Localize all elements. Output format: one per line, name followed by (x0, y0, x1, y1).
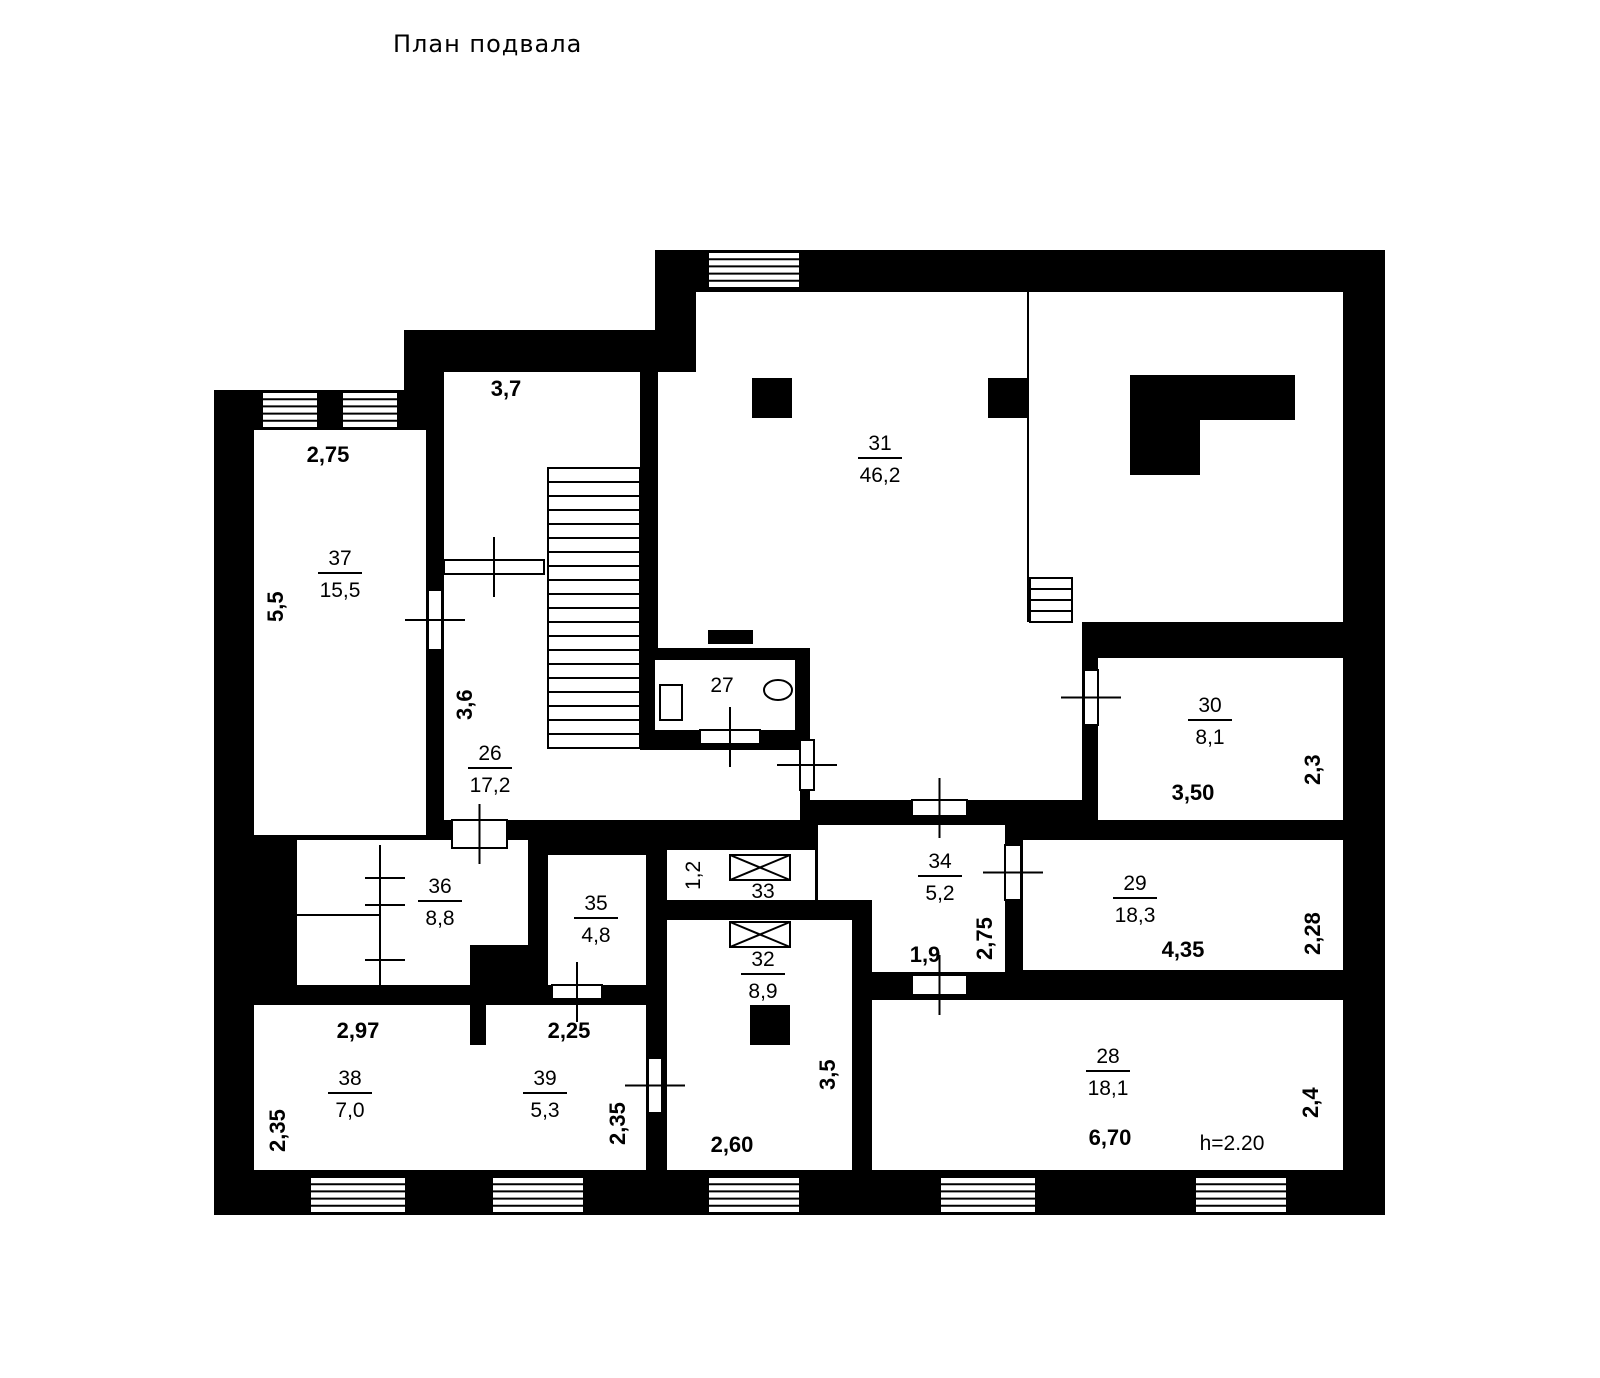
window (491, 1176, 585, 1214)
dimension-label: 2,25 (548, 1018, 591, 1043)
svg-text:5,2: 5,2 (925, 882, 954, 905)
room-29-label: 29 18,3 (1113, 872, 1157, 927)
svg-text:5,3: 5,3 (530, 1099, 559, 1122)
svg-text:26: 26 (478, 742, 501, 765)
room-26-label: 26 17,2 (468, 742, 512, 797)
dimension-label: 2,35 (265, 1109, 290, 1152)
svg-text:1,2: 1,2 (682, 861, 705, 890)
dimension-label: 2,60 (711, 1132, 754, 1157)
window (707, 1176, 801, 1214)
svg-text:46,2: 46,2 (860, 464, 901, 487)
svg-text:35: 35 (584, 892, 607, 915)
svg-text:8,9: 8,9 (748, 980, 777, 1003)
window (707, 251, 801, 289)
plan-title: План подвала (393, 30, 583, 58)
windows (261, 251, 1288, 1214)
dimension-label: 6,70 (1089, 1125, 1132, 1150)
svg-text:34: 34 (928, 850, 952, 873)
dimension-label: 2,75 (972, 917, 997, 960)
vent-shafts (729, 854, 791, 948)
dimension-labels: 2,75 3,7 5,5 3,6 3,50 2,3 4,35 2,28 2,75… (263, 376, 1325, 1157)
room-32-label: 32 8,9 (741, 948, 785, 1003)
svg-text:17,2: 17,2 (470, 774, 511, 797)
dimension-label: 2,75 (307, 442, 350, 467)
window (1194, 1176, 1288, 1214)
ceiling-height-note: h=2.20 (1200, 1132, 1265, 1155)
room-35-label: 35 4,8 (574, 892, 618, 947)
svg-text:39: 39 (533, 1067, 556, 1090)
partitions (297, 292, 1029, 985)
room-27-label: 27 (710, 674, 733, 697)
svg-text:8,8: 8,8 (425, 907, 454, 930)
window (309, 1176, 407, 1214)
room-34-label: 34 5,2 (918, 850, 962, 905)
room-37-label: 37 15,5 (318, 547, 362, 602)
svg-text:31: 31 (868, 432, 891, 455)
svg-text:8,1: 8,1 (1195, 726, 1224, 749)
svg-text:27: 27 (710, 674, 733, 697)
dimension-label: 1,9 (910, 942, 941, 967)
svg-text:7,0: 7,0 (335, 1099, 364, 1122)
svg-text:15,5: 15,5 (320, 579, 361, 602)
window (939, 1176, 1037, 1214)
window (341, 391, 399, 429)
svg-text:32: 32 (751, 948, 774, 971)
svg-text:30: 30 (1198, 694, 1221, 717)
svg-text:37: 37 (328, 547, 351, 570)
svg-text:33: 33 (751, 880, 774, 903)
room-interiors (254, 292, 1343, 1170)
room-labels: 31 46,2 37 15,5 26 17,2 27 30 8,1 29 18,… (318, 432, 1232, 1122)
room-38-label: 38 7,0 (328, 1067, 372, 1122)
pillars (254, 375, 1295, 1045)
dimension-label: 4,35 (1162, 937, 1205, 962)
dimension-label: 3,5 (815, 1059, 840, 1090)
room-36-label: 36 8,8 (418, 875, 462, 930)
dimension-label: 2,4 (1298, 1087, 1323, 1118)
svg-text:28: 28 (1096, 1045, 1119, 1068)
window (261, 391, 319, 429)
dimension-label: 2,3 (1300, 754, 1325, 785)
svg-text:18,1: 18,1 (1088, 1077, 1129, 1100)
room-31-label: 31 46,2 (858, 432, 902, 487)
toilet-fixture (659, 630, 793, 721)
room-30-label: 30 8,1 (1188, 694, 1232, 749)
svg-text:29: 29 (1123, 872, 1146, 895)
svg-text:4,8: 4,8 (581, 924, 610, 947)
dimension-label: 5,5 (263, 591, 288, 622)
room-39-label: 39 5,3 (523, 1067, 567, 1122)
small-stairs (1029, 577, 1073, 623)
room-33-label: 33 1,2 (682, 861, 775, 903)
dimension-label: 3,50 (1172, 780, 1215, 805)
dimension-label: 3,7 (491, 376, 522, 401)
room-28-label: 28 18,1 (1086, 1045, 1130, 1100)
svg-text:38: 38 (338, 1067, 361, 1090)
staircase (547, 467, 641, 749)
svg-text:36: 36 (428, 875, 451, 898)
doors (365, 537, 1121, 1114)
dimension-label: 3,6 (452, 689, 477, 720)
svg-text:18,3: 18,3 (1115, 904, 1156, 927)
dimension-label: 2,35 (605, 1102, 630, 1145)
dimension-label: 2,28 (1300, 912, 1325, 955)
dimension-label: 2,97 (337, 1018, 380, 1043)
